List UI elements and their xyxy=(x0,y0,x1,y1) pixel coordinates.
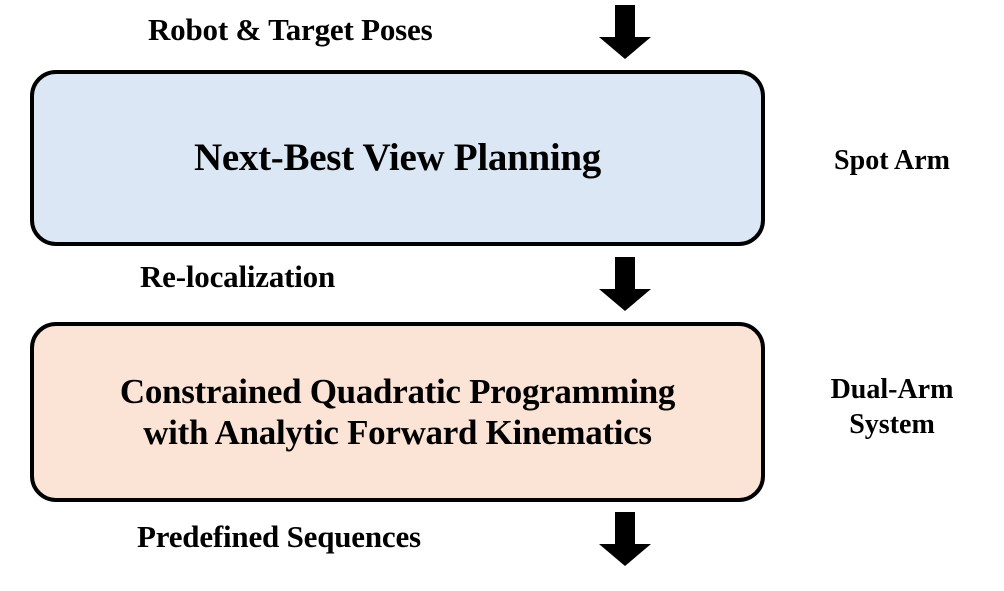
process-box-next-best-view-planning[interactable]: Next-Best View Planning xyxy=(30,70,765,246)
edge-label-predefined-sequences: Predefined Sequences xyxy=(137,519,421,554)
arrow-down-icon-bottom xyxy=(599,512,651,566)
edge-label-robot-target-poses: Robot & Target Poses xyxy=(148,12,433,47)
process-box-label-line-1: Constrained Quadratic Programming xyxy=(119,371,676,411)
side-label-dual-arm-system-line-2: System xyxy=(849,409,935,441)
process-box-label-line-2: with Analytic Forward Kinematics xyxy=(143,413,652,452)
edge-label-relocalization: Re-localization xyxy=(140,259,336,294)
side-label-spot-arm: Spot Arm xyxy=(834,145,950,176)
arrow-down-icon-middle xyxy=(599,257,651,311)
arrow-down-glyph xyxy=(599,5,651,59)
arrow-down-glyph xyxy=(599,512,651,566)
arrow-down-icon-top xyxy=(599,5,651,59)
arrow-down-glyph xyxy=(599,257,651,311)
process-box-label-constrained-quadratic-programming: Constrained Quadratic Programming with A… xyxy=(119,371,676,454)
process-box-label-next-best-view-planning: Next-Best View Planning xyxy=(194,135,601,179)
process-box-constrained-quadratic-programming[interactable]: Constrained Quadratic Programming with A… xyxy=(30,322,765,502)
side-label-dual-arm-system-line-1: Dual-Arm xyxy=(830,374,954,405)
side-label-dual-arm-system: Dual-Arm System xyxy=(780,372,1004,443)
